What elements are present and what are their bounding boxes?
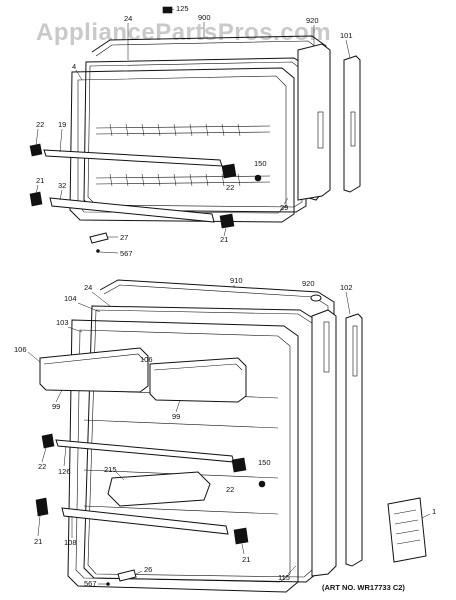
- callout-910: 910: [230, 276, 243, 285]
- callout-567-upper: 567: [120, 249, 133, 258]
- callout-125: 125: [176, 4, 189, 13]
- upper-callouts: 125 900 24 920 101 4 22 19 150 22 21 32 …: [35, 4, 353, 258]
- part-567-upper: [96, 249, 100, 253]
- callout-99-left: 99: [52, 402, 60, 411]
- lower-bin-99-left: [39, 347, 149, 393]
- callout-22-upper-right: 22: [226, 183, 234, 192]
- callout-32: 32: [58, 181, 66, 190]
- callout-101: 101: [340, 31, 353, 40]
- upper-liner-ribs: [95, 123, 271, 187]
- callout-22-lower-right: 22: [226, 485, 234, 494]
- callout-19: 19: [58, 120, 66, 129]
- upper-gasket-inner: [87, 61, 303, 208]
- lower-bin-99-right-lip: [153, 363, 243, 371]
- lower-clip-21-left: [35, 497, 49, 517]
- lower-screw-150: [258, 480, 266, 488]
- callout-104: 104: [64, 294, 77, 303]
- callout-920-upper: 920: [306, 16, 319, 25]
- callout-126: 126: [58, 467, 71, 476]
- upper-trim-101: [343, 55, 361, 193]
- callout-22-lower-left: 22: [38, 462, 46, 471]
- lower-clip-22-left: [41, 433, 55, 449]
- lower-gasket: [83, 305, 317, 583]
- callout-29: 29: [280, 203, 288, 212]
- lower-bin-99-left-lip: [43, 353, 145, 365]
- upper-clip-21-right: [219, 213, 235, 229]
- callout-900: 900: [198, 13, 211, 22]
- upper-door-assembly: [29, 6, 361, 253]
- lower-handle-cap: [310, 294, 322, 302]
- lower-clip-21-right: [233, 527, 249, 545]
- part-26: [117, 569, 137, 582]
- callout-4: 4: [72, 62, 76, 71]
- callout-21-lower-right: 21: [242, 555, 250, 564]
- lower-trim-slot: [352, 325, 358, 377]
- callout-106-center: 106: [140, 355, 153, 364]
- part-1-booklet: [387, 497, 427, 563]
- upper-clip-22-right: [221, 163, 237, 179]
- lower-handle-920: [311, 309, 337, 577]
- upper-door-liner: [69, 67, 295, 223]
- watermark-text: AppliancePartsPros.com: [36, 19, 331, 46]
- callout-99-right: 99: [172, 412, 180, 421]
- upper-liner-recess: [77, 75, 287, 214]
- lower-door-liner: [67, 319, 299, 593]
- callout-1: 1: [432, 507, 436, 516]
- lower-handle-slot: [323, 321, 330, 373]
- lower-shelf-bar-126: [55, 439, 235, 463]
- lower-shelf-bar-108: [61, 507, 229, 535]
- callout-102: 102: [340, 283, 353, 292]
- upper-clip-21-left: [29, 191, 43, 207]
- upper-gasket: [83, 57, 307, 213]
- lower-trim-102: [345, 313, 363, 567]
- callout-215: 215: [104, 465, 117, 474]
- callout-21-lower-left: 21: [34, 537, 42, 546]
- lower-bin-215: [107, 471, 211, 507]
- lower-bin-99-right: [149, 357, 247, 403]
- part-27: [89, 232, 109, 244]
- callout-26: 26: [144, 565, 152, 574]
- callout-150-lower: 150: [258, 458, 271, 467]
- upper-clip-22-left: [29, 143, 43, 157]
- lower-liner-ledge-4: [83, 505, 279, 515]
- callout-24-upper: 24: [124, 14, 132, 23]
- lower-liner-ledge-2: [83, 419, 279, 429]
- callout-103: 103: [56, 318, 69, 327]
- upper-trim-slot: [350, 111, 356, 147]
- art-number: (ART NO. WR17733 C2): [322, 583, 405, 592]
- callout-106-left: 106: [14, 345, 27, 354]
- part-125-plug: [162, 6, 173, 14]
- lower-callouts: 910 920 102 24 104 103 106 106 99 99 22 …: [14, 276, 436, 588]
- lower-clip-22-right: [231, 457, 247, 473]
- callout-22-upper-left: 22: [36, 120, 44, 129]
- upper-shelf-bar-32: [49, 197, 215, 223]
- part-567-lower: [106, 582, 110, 586]
- upper-handle-slot: [317, 111, 324, 149]
- callout-150-upper: 150: [254, 159, 267, 168]
- callout-27: 27: [120, 233, 128, 242]
- callout-21-upper-right: 21: [220, 235, 228, 244]
- callout-115: 115: [278, 573, 290, 582]
- upper-handle-920: [297, 43, 331, 201]
- callout-567-lower: 567: [84, 579, 97, 588]
- callout-920-lower: 920: [302, 279, 315, 288]
- lower-door-assembly: [35, 279, 427, 593]
- lower-gasket-inner: [87, 309, 313, 578]
- callout-108: 108: [64, 538, 77, 547]
- callout-24-lower: 24: [84, 283, 92, 292]
- callout-21-upper-left: 21: [36, 176, 44, 185]
- upper-outer-door: [91, 35, 327, 201]
- lower-outer-door-inner-edge: [103, 284, 329, 556]
- lower-liner-recess: [75, 329, 291, 583]
- upper-screw-150: [254, 174, 262, 182]
